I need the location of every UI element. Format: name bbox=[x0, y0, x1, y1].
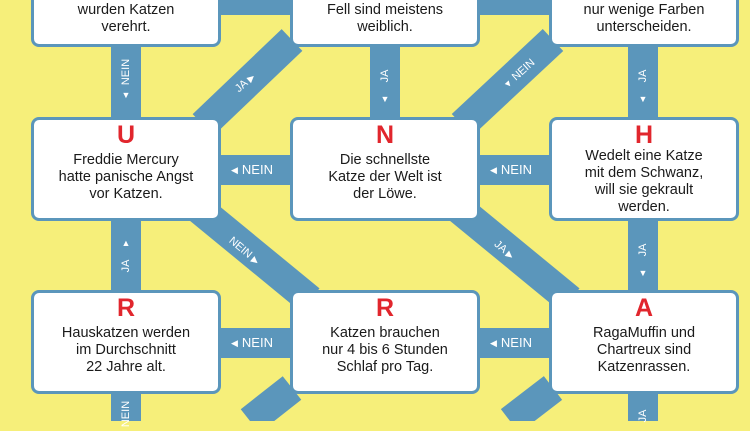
card-letter: A bbox=[634, 294, 654, 322]
label-ja: JA bbox=[120, 259, 132, 273]
arrow-up-icon: ▲ bbox=[121, 238, 131, 248]
card-top-mid: Fell sind meistens weiblich. bbox=[290, 0, 480, 47]
card-text-line: nur wenige Farben bbox=[583, 2, 705, 18]
label-nein: NEIN bbox=[500, 162, 532, 177]
path-topright-to-midmid-diag bbox=[451, 29, 564, 136]
card-letter: R bbox=[375, 294, 395, 322]
label-nein-bot-left: ◀ NEIN bbox=[231, 336, 273, 350]
arrow-left-icon: ◀ bbox=[231, 338, 238, 348]
card-text-line: Hauskatzen werden bbox=[61, 325, 191, 341]
card-text-line: will sie gekrault bbox=[594, 182, 694, 198]
label-nein: NEIN bbox=[120, 58, 132, 86]
label-nein: NEIN bbox=[120, 400, 132, 428]
card-text-line: mit dem Schwanz, bbox=[584, 165, 704, 181]
path-midmid-to-botright-diag bbox=[448, 196, 580, 312]
card-top-left: wurden Katzen verehrt. bbox=[31, 0, 221, 47]
arrow-down-icon: ▼ bbox=[121, 90, 131, 100]
card-bot-mid: R Katzen brauchen nur 4 bis 6 Stunden Sc… bbox=[290, 290, 480, 394]
label-nein: NEIN bbox=[241, 335, 273, 350]
label-ja-vertical-right-bottom: JA ▼ bbox=[637, 236, 649, 278]
card-mid-right: H Wedelt eine Katze mit dem Schwanz, wil… bbox=[549, 117, 739, 221]
card-mid-mid: N Die schnellste Katze der Welt ist der … bbox=[290, 117, 480, 221]
card-top-right: nur wenige Farben unterscheiden. bbox=[549, 0, 739, 47]
card-text-line: Katze der Welt ist bbox=[328, 169, 442, 185]
card-text-line: unterscheiden. bbox=[596, 19, 692, 35]
card-letter: N bbox=[375, 121, 395, 149]
path-botright-down-diag bbox=[500, 376, 563, 421]
path-topmid-to-midleft-diag bbox=[192, 29, 303, 136]
card-text-line: werden. bbox=[618, 199, 670, 215]
label-nein-mid-right: ◀ NEIN bbox=[490, 163, 532, 177]
path-botmid-down-diag bbox=[240, 376, 302, 421]
arrow-down-icon: ▼ bbox=[638, 94, 648, 104]
card-bot-right: A RagaMuffin und Chartreux sind Katzenra… bbox=[549, 290, 739, 394]
card-letter: U bbox=[116, 121, 136, 149]
label-ja-vertical-mid-top: JA ▼ bbox=[379, 62, 391, 104]
card-text-line: Katzenrassen. bbox=[597, 359, 691, 375]
arrow-left-icon: ◀ bbox=[231, 165, 238, 175]
card-mid-left: U Freddie Mercury hatte panische Angst v… bbox=[31, 117, 221, 221]
label-ja-vertical-right-top: JA ▼ bbox=[637, 62, 649, 104]
label-ja-vertical-right-bottom-edge: JA bbox=[637, 402, 649, 430]
label-nein-vertical-left-bottom-edge: NEIN bbox=[120, 400, 132, 428]
label-ja: JA bbox=[637, 69, 649, 83]
arrow-down-icon: ▼ bbox=[380, 94, 390, 104]
card-text-line: im Durchschnitt bbox=[76, 342, 176, 358]
card-text-line: Freddie Mercury bbox=[73, 152, 179, 168]
card-text-line: Wedelt eine Katze bbox=[585, 148, 703, 164]
card-text-line: 22 Jahre alt. bbox=[86, 359, 166, 375]
label-nein-mid-left: ◀ NEIN bbox=[231, 163, 273, 177]
label-nein-bot-right: ◀ NEIN bbox=[490, 336, 532, 350]
label-nein: NEIN bbox=[500, 335, 532, 350]
card-bot-left: R Hauskatzen werden im Durchschnitt 22 J… bbox=[31, 290, 221, 394]
label-ja: JA bbox=[379, 69, 391, 83]
label-ja: JA bbox=[637, 409, 649, 423]
card-text-line: wurden Katzen bbox=[77, 2, 175, 18]
label-nein-vertical-left-top: NEIN ▼ bbox=[120, 58, 132, 100]
arrow-down-icon: ▼ bbox=[638, 268, 648, 278]
card-text-line: der Löwe. bbox=[353, 186, 417, 202]
card-text-line: Chartreux sind bbox=[596, 342, 692, 358]
card-text-line: Katzen brauchen bbox=[330, 325, 440, 341]
card-text-line: weiblich. bbox=[357, 19, 413, 35]
label-ja: JA bbox=[637, 243, 649, 257]
card-text-line: RagaMuffin und bbox=[592, 325, 696, 341]
card-text-line: verehrt. bbox=[101, 19, 151, 35]
label-nein: NEIN bbox=[241, 162, 273, 177]
card-text-line: Die schnellste bbox=[339, 152, 431, 168]
arrow-left-icon: ◀ bbox=[490, 165, 497, 175]
card-text-line: Schlaf pro Tag. bbox=[336, 359, 434, 375]
label-ja-vertical-left-bottom: ▲ JA bbox=[120, 238, 132, 280]
card-text-line: vor Katzen. bbox=[89, 186, 163, 202]
path-midleft-to-botmid-diag bbox=[188, 196, 320, 312]
card-letter: R bbox=[116, 294, 136, 322]
card-text-line: Fell sind meistens bbox=[326, 2, 444, 18]
card-text-line: nur 4 bis 6 Stunden bbox=[322, 342, 448, 358]
flowchart-canvas: wurden Katzen verehrt. Fell sind meisten… bbox=[31, 0, 739, 427]
card-text-line: hatte panische Angst bbox=[58, 169, 194, 185]
arrow-left-icon: ◀ bbox=[490, 338, 497, 348]
card-letter: H bbox=[634, 121, 654, 149]
